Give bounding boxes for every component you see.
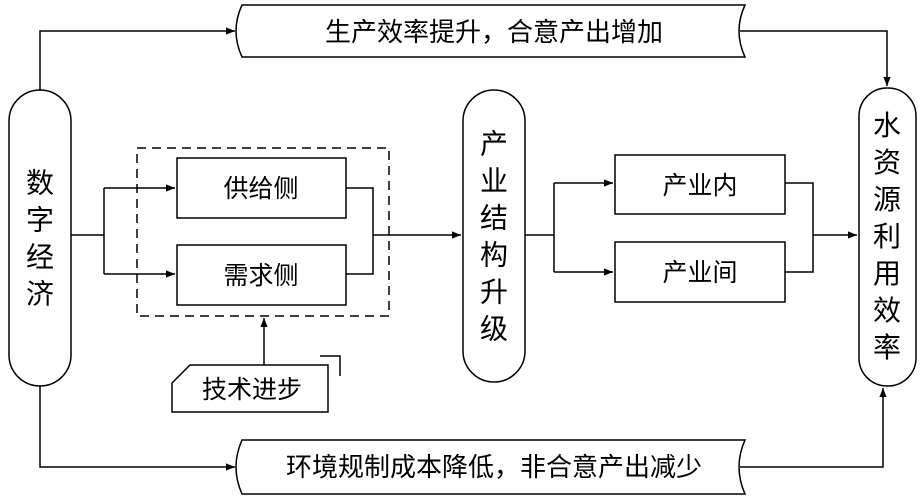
demand-side-box — [176, 244, 347, 306]
top-banner-label: 生产效率提升，合意产出增加 — [325, 18, 663, 48]
arrow-de-to-top-banner — [39, 27, 235, 90]
bottom-banner-label: 环境规制成本降低，非合意产出减少 — [286, 453, 702, 483]
supply-side-box — [176, 157, 347, 219]
connector-supply-merge — [346, 187, 374, 275]
water-efficiency-node — [858, 87, 917, 387]
industrial-upgrade-node — [462, 89, 526, 383]
inter-industry-label: 产业间 — [662, 258, 737, 287]
arrow-top-banner-to-water — [740, 30, 891, 86]
digital-economy-label: 数字经济 — [26, 167, 54, 311]
tech-progress-corner — [320, 355, 341, 376]
arrow-de-to-bottom-banner — [39, 386, 235, 471]
arrow-bottom-banner-to-water — [740, 388, 887, 468]
bottom-banner-shape — [235, 439, 747, 495]
demand-side-label: 需求侧 — [223, 261, 298, 290]
top-banner-shape — [235, 4, 747, 58]
supply-side-label: 供给侧 — [223, 174, 298, 203]
connector-industry-merge — [785, 182, 814, 273]
tech-progress-box — [171, 364, 329, 413]
water-efficiency-label: 水资源利用效率 — [873, 109, 901, 364]
industrial-upgrade-label: 产业结构升级 — [480, 128, 508, 346]
tech-mechanism-group — [136, 147, 390, 317]
tech-progress-label: 技术进步 — [202, 375, 302, 404]
intra-industry-box — [614, 154, 786, 215]
intra-industry-label: 产业内 — [662, 171, 737, 200]
digital-economy-node — [8, 89, 72, 387]
inter-industry-box — [614, 241, 786, 303]
